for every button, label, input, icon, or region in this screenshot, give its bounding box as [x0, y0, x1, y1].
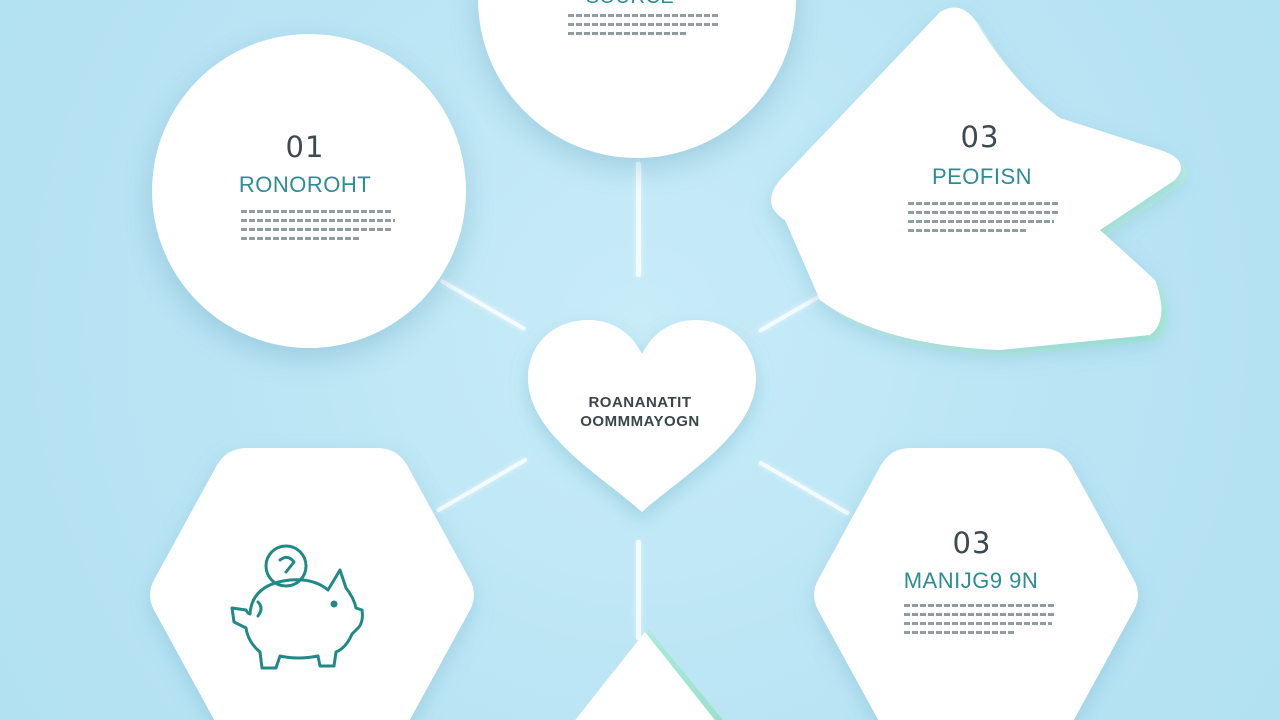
bottom-triangle-node	[574, 630, 724, 720]
left-node-title: RONOROHT	[238, 172, 372, 197]
right-hexagon-node	[814, 448, 1138, 720]
center-node-line-1: ROANANATIT	[588, 394, 692, 411]
left-node-number: 01	[285, 130, 325, 164]
left-hexagon-node	[150, 448, 474, 720]
center-heart-node	[528, 320, 756, 512]
right-top-blob-node	[771, 7, 1187, 356]
piggy-bank-icon	[230, 544, 364, 670]
connector-left-top	[439, 278, 527, 332]
left-node-text-lines	[241, 210, 395, 246]
right-bottom-node-title: MANIJG9 9N	[903, 568, 1039, 593]
right-top-node-number: 03	[960, 120, 1000, 154]
connector-bottom	[636, 540, 641, 640]
left-circle-node	[152, 34, 466, 348]
top-node-text-lines	[568, 14, 720, 41]
right-top-node-text-lines	[908, 202, 1060, 238]
right-bottom-node-text-lines	[904, 604, 1056, 640]
center-node-line-2: OOMMMAYOGN	[580, 413, 700, 430]
top-node-title: SOURCE	[560, 0, 700, 9]
right-bottom-node-number: 03	[952, 526, 992, 560]
connector-top	[636, 162, 641, 277]
right-top-node-title: PEOFISN	[931, 164, 1033, 189]
